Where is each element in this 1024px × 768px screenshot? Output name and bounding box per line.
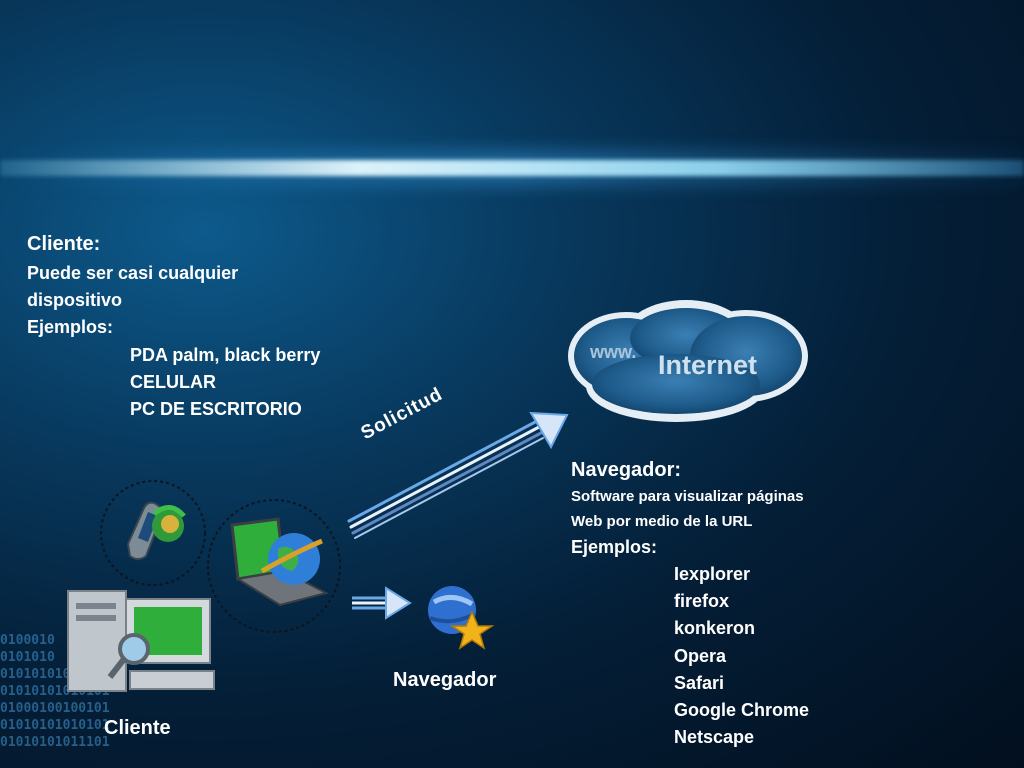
navegador-example-item: Iexplorer xyxy=(674,564,751,584)
cliente-desc-line2: dispositivo xyxy=(27,290,123,310)
pda-device-icon xyxy=(126,501,186,560)
cloud-label: Internet xyxy=(658,350,757,380)
binary-background-text: 0100010 0101010 01010101011110 010101010… xyxy=(0,633,110,750)
browser-arrow xyxy=(352,586,412,620)
laptop-globe-icon xyxy=(230,517,329,607)
navegador-examples-label: Ejemplos: xyxy=(571,537,658,557)
cliente-desc-line1: Puede ser casi cualquier xyxy=(27,263,239,283)
navegador-example-item: konkeron xyxy=(674,618,756,638)
navegador-example-item: Safari xyxy=(674,673,725,693)
navegador-title: Navegador: xyxy=(571,459,682,481)
cliente-title: Cliente: xyxy=(27,233,101,255)
navegador-example-item: Opera xyxy=(674,646,727,666)
device-circles xyxy=(100,480,341,633)
navegador-desc-line1: Software para visualizar páginas xyxy=(571,488,804,505)
cliente-example-item: PDA palm, black berry xyxy=(130,345,321,365)
desktop-pc-icon xyxy=(67,590,215,692)
browser-caption: Navegador xyxy=(393,669,497,691)
navegador-example-item: Google Chrome xyxy=(674,700,810,720)
browser-icon xyxy=(428,586,495,650)
request-arrow xyxy=(347,411,569,539)
cloud-prefix: www. xyxy=(589,342,636,362)
cliente-example-item: CELULAR xyxy=(130,372,216,392)
navegador-example-item: firefox xyxy=(674,591,730,611)
cliente-example-item: PC DE ESCRITORIO xyxy=(130,399,302,419)
cliente-examples-label: Ejemplos: xyxy=(27,317,114,337)
client-caption: Cliente xyxy=(104,717,171,739)
light-streak xyxy=(0,160,1024,176)
navegador-example-item: Netscape xyxy=(674,727,755,747)
navegador-desc-line2: Web por medio de la URL xyxy=(571,513,753,530)
internet-cloud-icon: www. Internet xyxy=(568,300,808,422)
